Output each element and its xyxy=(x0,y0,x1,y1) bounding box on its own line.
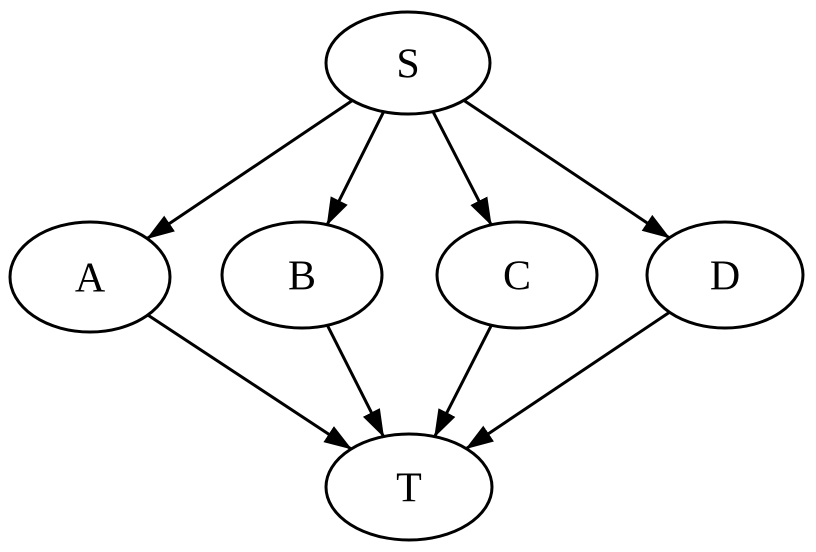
edge-C-T xyxy=(433,324,493,438)
edge-B-T xyxy=(326,324,385,438)
node-label-T: T xyxy=(396,465,422,511)
edge-S-D xyxy=(463,99,671,240)
edge-S-A xyxy=(146,99,354,240)
node-label-B: B xyxy=(288,253,316,299)
node-ellipse-B xyxy=(220,220,384,330)
node-label-A: A xyxy=(75,255,106,301)
edges-layer xyxy=(146,99,671,451)
node-D: D xyxy=(645,220,805,330)
edge-S-C xyxy=(431,110,493,226)
edge-A-T xyxy=(146,313,353,451)
node-A: A xyxy=(8,220,172,334)
edge-D-T xyxy=(465,310,671,450)
node-ellipse-T xyxy=(324,432,494,542)
node-S: S xyxy=(324,10,492,116)
node-T: T xyxy=(324,432,494,542)
node-label-S: S xyxy=(396,41,419,87)
nodes-layer: S A B C D T xyxy=(8,10,805,542)
node-ellipse-S xyxy=(324,10,492,116)
node-C: C xyxy=(435,220,599,330)
node-ellipse-D xyxy=(645,220,805,330)
node-label-D: D xyxy=(710,253,740,299)
node-label-C: C xyxy=(503,253,531,299)
node-ellipse-C xyxy=(435,220,599,330)
node-ellipse-A xyxy=(8,220,172,334)
edge-S-B xyxy=(325,111,385,226)
node-B: B xyxy=(220,220,384,330)
